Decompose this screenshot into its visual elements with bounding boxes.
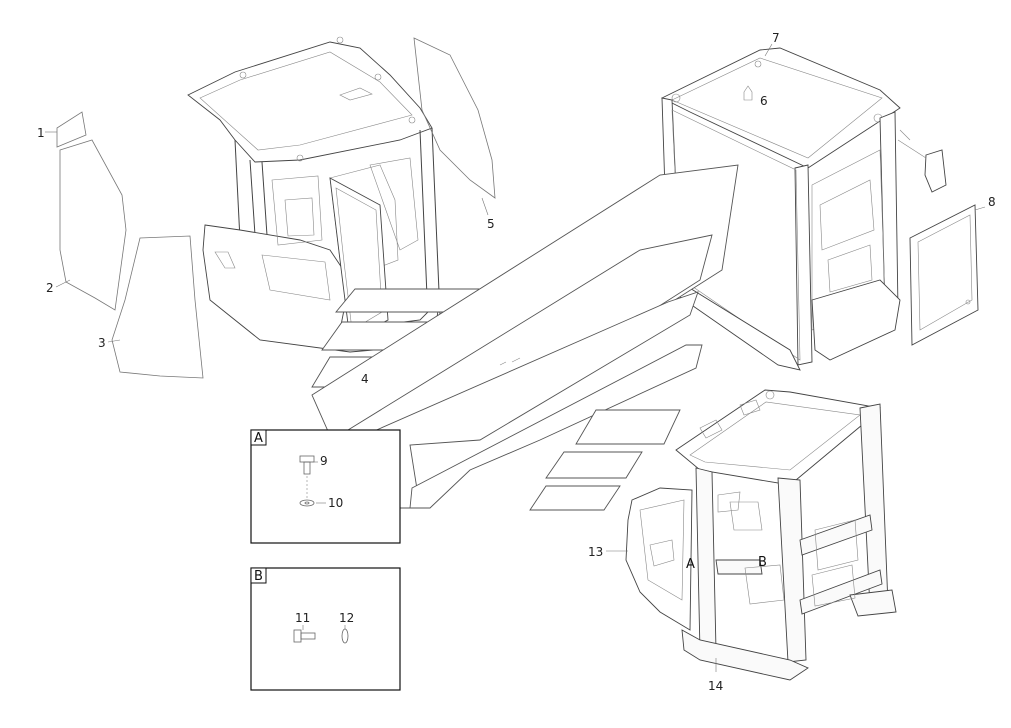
- callout-6: 6: [760, 94, 768, 108]
- frame-mark-b: B: [758, 555, 767, 570]
- glass-panel-3: [107, 235, 204, 379]
- chevron-panels: [311, 164, 739, 511]
- detail-b-tag: B: [254, 569, 263, 584]
- detail-a-tag: A: [254, 431, 263, 446]
- cab-frame-assembly: [606, 389, 897, 681]
- callout-2: 2: [46, 281, 54, 295]
- bolt-9: [299, 455, 318, 475]
- glass-panel-1: [45, 111, 87, 148]
- glass-panel-5: [413, 37, 496, 216]
- detail-box-b: B: [250, 567, 401, 691]
- frame-mark-a: A: [686, 557, 695, 572]
- rear-pane-8: [909, 204, 986, 346]
- callout-3: 3: [98, 336, 106, 350]
- callout-5: 5: [487, 217, 495, 231]
- callout-11: 11: [295, 611, 310, 625]
- callout-13: 13: [588, 545, 603, 559]
- callout-14: 14: [708, 679, 723, 693]
- callout-1: 1: [37, 126, 45, 140]
- callout-7: 7: [772, 31, 780, 45]
- cab-assembly-right: [660, 47, 947, 371]
- callout-9: 9: [320, 454, 328, 468]
- callout-4: 4: [361, 372, 369, 386]
- washer-12: [341, 625, 349, 644]
- callout-8: 8: [988, 195, 996, 209]
- glass-panel-2: [55, 139, 127, 311]
- callout-10: 10: [328, 496, 343, 510]
- callout-12: 12: [339, 611, 354, 625]
- bolt-11: [293, 625, 316, 643]
- washer-10: [299, 499, 326, 507]
- detail-box-a: A: [250, 429, 401, 544]
